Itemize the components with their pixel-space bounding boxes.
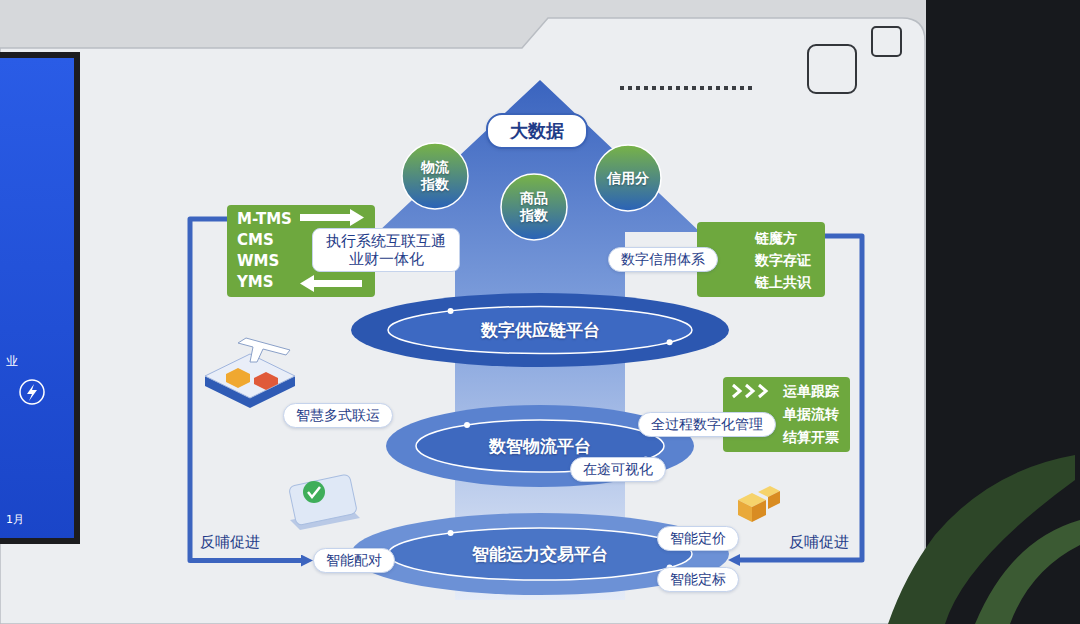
edge-label-box: 反哺促进 [197, 532, 263, 552]
plant-leaves [888, 455, 1080, 624]
panel [0, 18, 925, 624]
edge-label: 反哺促进 [786, 532, 852, 552]
ring-dot [667, 339, 673, 345]
node-text: 数字信用体系 [621, 250, 705, 269]
feature-tag: 智慧多式联运 [283, 403, 393, 428]
node-text: 智能定价 [670, 529, 726, 548]
match-illustration [288, 474, 360, 530]
node-text: 物流 指数 [420, 159, 450, 193]
screen-label-box: 1月 [6, 508, 24, 527]
corner-square [808, 45, 856, 93]
screen-icon [20, 380, 44, 404]
feature-tag: 智能定价 [657, 526, 739, 551]
node-text: 智慧多式联运 [296, 406, 380, 425]
node-text: 智能定标 [670, 570, 726, 589]
node-text: 链魔方 [755, 227, 797, 249]
circle-fill [402, 143, 468, 209]
node-text: 智能运力交易平台 [472, 546, 608, 563]
node-text: 信用分 [607, 170, 649, 187]
node-text: 全过程数字化管理 [651, 415, 763, 434]
multimodal-illustration [205, 338, 295, 408]
node-text: 数字供应链平台 [481, 322, 600, 339]
ellipse-outer [351, 293, 729, 367]
flow-arrow [300, 209, 364, 226]
index-circle: 信用分 [594, 144, 662, 212]
ellipse-ring [388, 306, 692, 353]
screen-frame [0, 52, 80, 544]
screen-label: 1月 [6, 513, 24, 526]
chevrons [733, 385, 766, 397]
node-text: 链上共识 [755, 271, 811, 293]
corner-square [872, 27, 901, 56]
node-text: CMS [237, 230, 274, 251]
feature-tag: 全过程数字化管理 [638, 412, 776, 437]
node-text: 数字存证 [755, 249, 811, 271]
big-data-tag: 大数据 [486, 113, 588, 149]
flow-arrow [300, 275, 362, 292]
node-text: YMS [237, 272, 274, 293]
node-text: 大数据 [510, 119, 564, 143]
integration-box: 执行系统互联互通业财一体化 [312, 228, 460, 272]
feature-tag: 智能定标 [657, 567, 739, 592]
bolt-icon [27, 384, 37, 401]
node-text: M-TMS [237, 209, 292, 230]
feature-tag: 在途可视化 [570, 457, 666, 482]
cargo-illustration [738, 486, 780, 522]
credit-tag: 数字信用体系 [608, 247, 718, 272]
edge-label-box: 反哺促进 [786, 532, 852, 552]
circle-fill [501, 174, 567, 240]
node-text: WMS [237, 251, 279, 272]
node-text: 运单跟踪 [783, 380, 839, 403]
node-text: 数智物流平台 [489, 438, 591, 455]
node-text: 智能配对 [326, 551, 382, 570]
ellipse-ring [388, 528, 692, 580]
feature-tag: 智能配对 [313, 548, 395, 573]
circle-fill [595, 145, 661, 211]
node-text: 结算开票 [783, 426, 839, 449]
screen [0, 58, 74, 538]
ring-dot [464, 422, 470, 428]
ring-dot [448, 308, 454, 314]
screen-label-box: 业 [6, 350, 18, 370]
index-circle: 物流 指数 [401, 142, 469, 210]
node-text: 业财一体化 [349, 250, 424, 268]
node-text: 商品 指数 [519, 190, 549, 224]
dotted-rule [620, 86, 756, 90]
index-circle: 商品 指数 [500, 173, 568, 241]
node-text: 在途可视化 [583, 460, 653, 479]
edge-label: 反哺促进 [197, 532, 263, 552]
node-text: 执行系统互联互通 [326, 232, 446, 250]
ring-dot [448, 530, 454, 536]
node-text: 单据流转 [783, 403, 839, 426]
screen-label: 业 [6, 354, 18, 368]
platform-ellipse: 数字供应链平台 [350, 292, 730, 368]
